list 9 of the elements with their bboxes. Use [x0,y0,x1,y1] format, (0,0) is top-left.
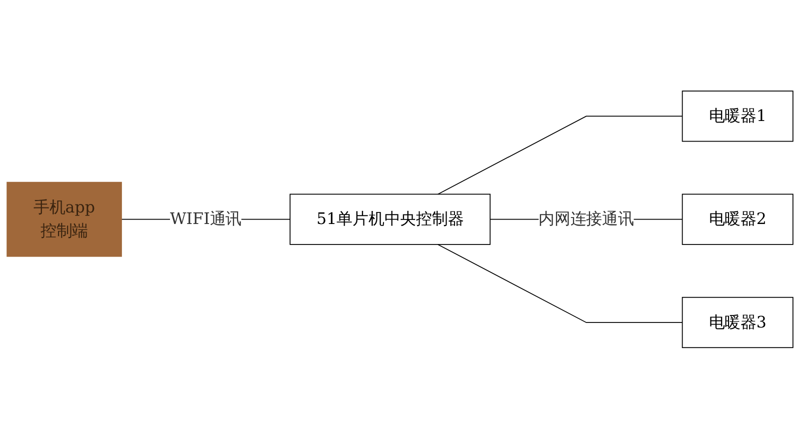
node-box: 电暖器3 [682,296,794,348]
connector [437,244,683,323]
node-box: 电暖器1 [682,90,794,142]
edge-label: 内网连接通讯 [538,210,634,228]
edge-label: WIFI通讯 [170,210,242,228]
node-box: 手机app 控制端 [6,182,122,256]
node-box: 电暖器2 [682,193,794,245]
node-box: 51单片机中央控制器 [290,193,491,245]
connector [437,115,683,194]
